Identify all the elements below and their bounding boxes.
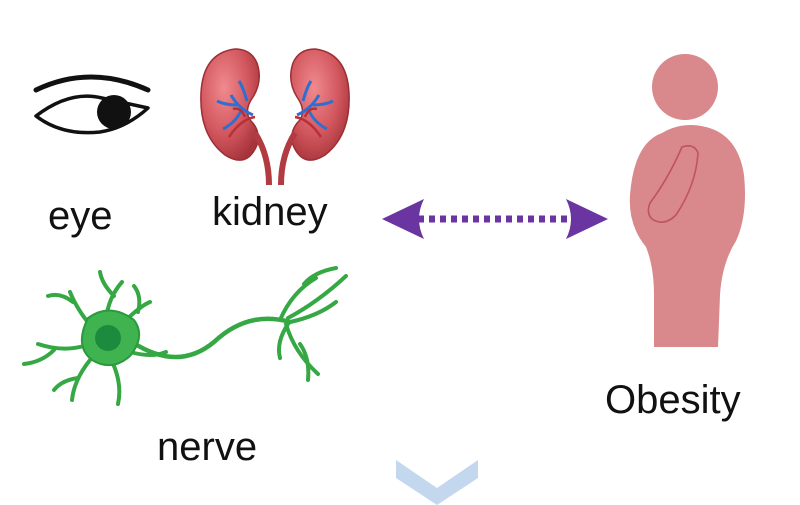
obese-person-icon <box>629 54 745 347</box>
neuron-icon <box>22 266 348 406</box>
label-obesity: Obesity <box>605 378 741 422</box>
label-nerve: nerve <box>157 425 258 469</box>
eye-icon <box>33 74 151 135</box>
label-kidney: kidney <box>212 190 328 234</box>
chevron-down-icon <box>396 460 478 505</box>
label-eye: eye <box>48 194 113 238</box>
kidneys-icon <box>200 48 350 186</box>
double-headed-dotted-arrow <box>382 199 608 239</box>
